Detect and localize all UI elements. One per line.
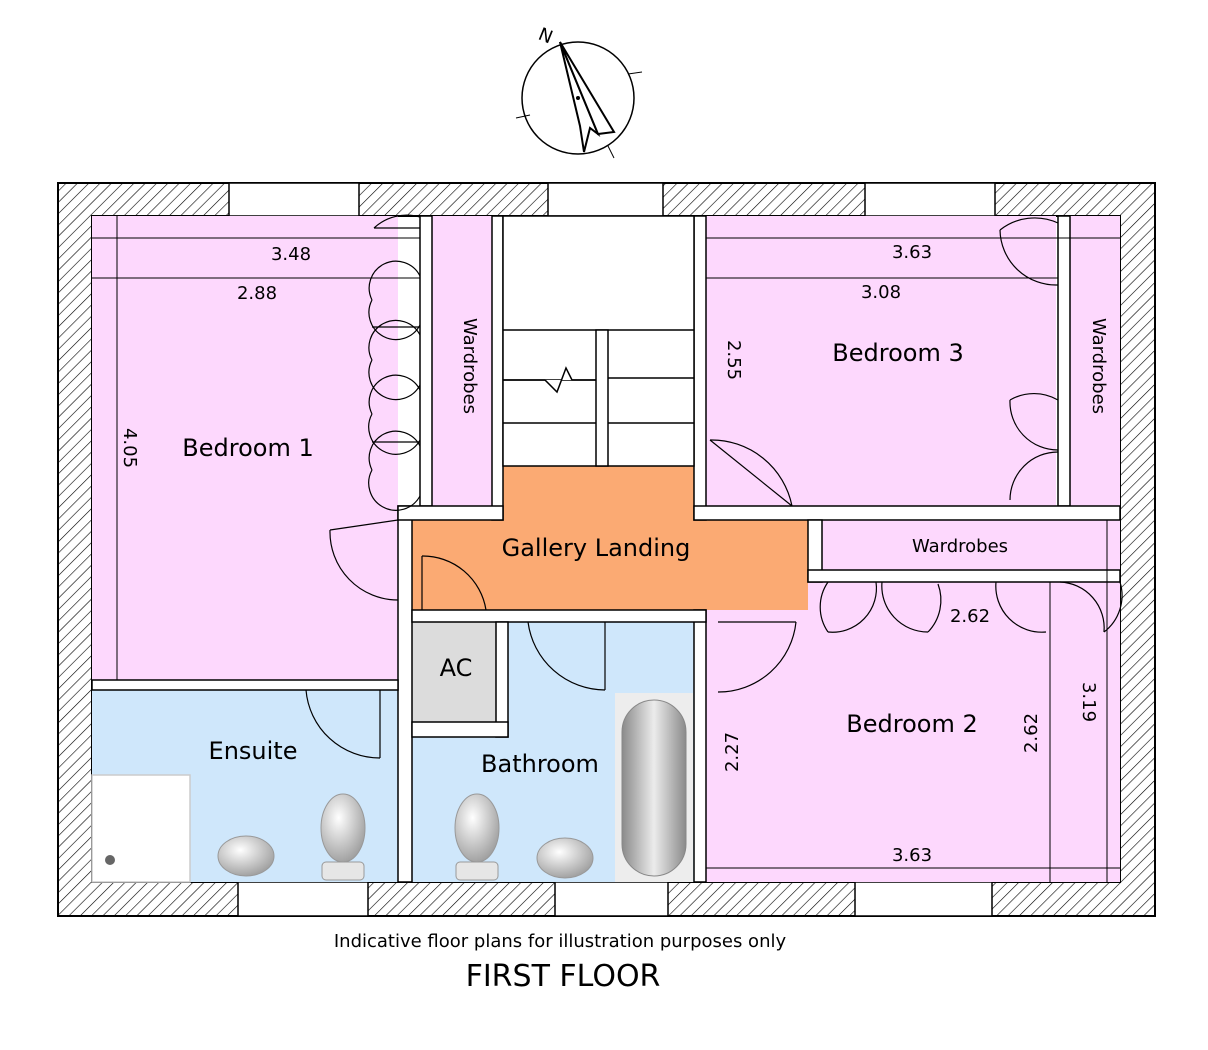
window-bedroom1 [228,182,360,217]
staircase [502,215,695,467]
room-fills [92,216,1120,882]
label-ac: AC [440,654,473,682]
disclaimer-text: Indicative floor plans for illustration … [334,931,787,952]
north-arrow-head-icon [559,41,616,136]
dim-bed2-width-top: 2.62 [950,606,990,627]
bedroom2-area [706,582,1120,882]
label-ensuite: Ensuite [209,737,298,765]
wardrobe-bed3-area [1070,216,1120,506]
wardrobe-bed1-area [432,216,492,506]
dim-bed2-depth-left: 2.27 [722,732,743,772]
shower-drain-icon [105,855,115,865]
ensuite-basin-icon [217,835,275,877]
bathroom-toilet-cistern-icon [455,861,499,881]
window-bedroom3 [864,182,996,217]
label-bedroom2: Bedroom 2 [846,710,977,738]
label-bedroom3: Bedroom 3 [832,339,963,367]
bathroom-basin-icon [536,837,594,879]
window-bathroom [554,881,669,917]
sanitaryware [91,693,693,883]
dimension-labels: 3.48 2.88 4.05 3.63 3.08 2.55 2.62 3.63 … [119,242,1099,866]
dim-bed3-width-inner: 3.08 [861,282,901,303]
window-stairs [547,182,664,217]
compass: N [515,24,643,159]
internal-walls [91,215,1121,883]
label-wardrobes-bed2: Wardrobes [912,536,1008,557]
room-labels: Bedroom 1 Bedroom 3 Bedroom 2 Gallery La… [182,318,1109,778]
wardrobe-bed2-area [822,520,1120,570]
north-label: N [535,24,555,49]
doors [305,214,1123,759]
ensuite-toilet-icon [320,793,366,863]
dim-bed2-width-bottom: 3.63 [892,845,932,866]
compass-center-icon [576,96,580,100]
ac-area [412,622,496,722]
label-wardrobes-bed3: Wardrobes [1088,318,1109,414]
bathtub-icon [621,699,687,877]
dim-bed3-depth: 2.55 [723,340,744,380]
label-gallery-landing: Gallery Landing [502,534,691,562]
dim-bed3-width-outer: 3.63 [892,242,932,263]
dim-bed2-depth-outer: 3.19 [1078,682,1099,722]
dim-bed1-depth: 4.05 [119,428,140,468]
label-wardrobes-bed1: Wardrobes [459,318,480,414]
bedroom1-area [92,216,398,680]
bathroom-toilet-icon [454,793,500,863]
shower-tray [91,774,191,883]
dim-bed1-width-inner: 2.88 [237,283,277,304]
label-bedroom1: Bedroom 1 [182,434,313,462]
window-ensuite [237,881,369,917]
dimension-lines [92,216,1120,882]
floor-title: FIRST FLOOR [466,959,661,994]
ensuite-toilet-cistern-icon [321,861,365,881]
dim-bed1-width-outer: 3.48 [271,244,311,265]
window-bedroom2 [854,881,993,917]
bedroom3-area [706,216,1056,506]
dim-bed2-depth-inner: 2.62 [1021,713,1042,753]
label-bathroom: Bathroom [481,750,599,778]
outer-walls [57,182,1156,917]
gallery-landing-area [412,466,808,610]
